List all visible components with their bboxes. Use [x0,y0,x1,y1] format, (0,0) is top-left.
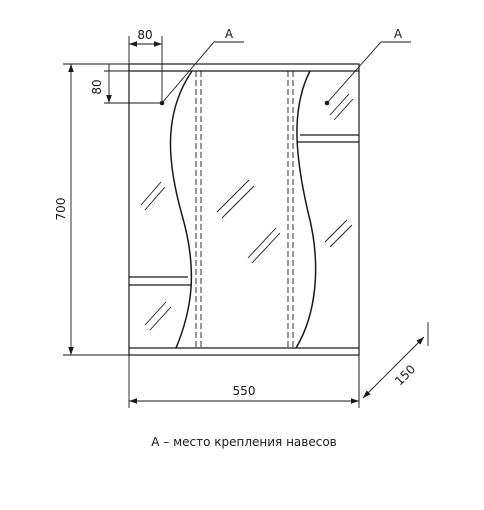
dim-width [128,355,360,408]
depth-label: 150 [392,362,418,388]
left-wave-edge [169,70,193,349]
callout-right-label: А [394,27,403,41]
offset-y-label: 80 [90,79,104,94]
hatch [329,93,350,116]
right-wave-edge [295,70,317,349]
hatch [247,227,277,259]
height-label: 700 [54,198,68,221]
hatch [140,181,162,206]
hatch [329,224,353,248]
caption: А – место крепления навесов [151,435,337,449]
dim-height [63,63,129,356]
dim-offset-vertical [104,64,162,104]
hatch [333,98,354,121]
width-label: 550 [233,384,256,398]
dim-depth [358,322,429,404]
mount-point-right: А [324,27,411,106]
cabinet-frame [128,63,360,356]
leader-right [326,41,411,104]
callout-left-label: А [225,27,234,41]
hatch [221,185,255,219]
hatch [144,301,167,326]
hatch [216,179,250,213]
hatch [251,232,281,264]
offset-x-label: 80 [137,28,152,42]
dim-line [362,336,425,399]
dim-offset-horizontal [128,36,163,103]
cabinet-body [128,63,360,356]
hatch [324,219,348,243]
leader-left [161,41,244,104]
hatch [149,306,172,331]
mount-point-left: А [159,27,244,106]
glass-hatches [140,93,354,331]
hatch [144,186,166,211]
